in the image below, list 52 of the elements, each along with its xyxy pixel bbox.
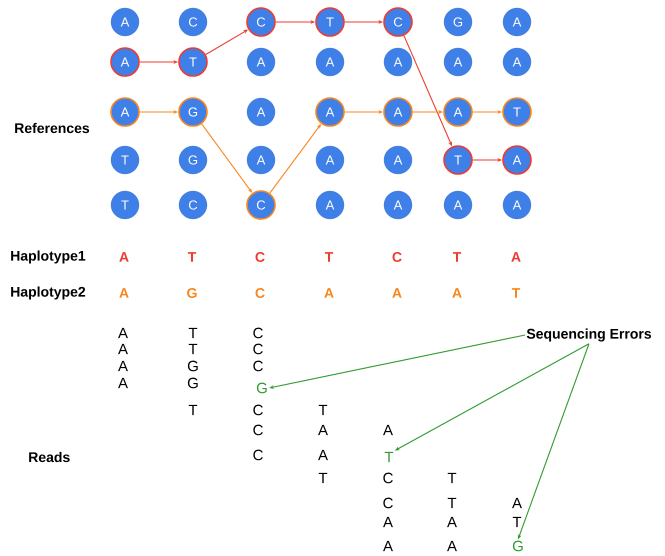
base-letter: T xyxy=(512,516,522,528)
row-label: Haplotype1 xyxy=(11,250,86,264)
row-label: References xyxy=(15,122,90,134)
base-letter: A xyxy=(318,424,328,436)
base-letter: C xyxy=(253,424,263,436)
base-letter: A xyxy=(392,288,402,298)
base-letter: A xyxy=(318,450,328,460)
base-letter: T xyxy=(384,452,394,462)
base-letter: G xyxy=(187,288,197,298)
base-letter: T xyxy=(318,404,328,416)
base-letter: A xyxy=(512,498,522,508)
base-letter: A xyxy=(452,288,462,298)
base-letter: T xyxy=(188,344,198,354)
base-letter: A xyxy=(118,344,128,354)
base-letter: A xyxy=(383,540,393,552)
base-letter: A xyxy=(118,360,128,372)
base-letter: A xyxy=(447,540,457,552)
base-letter: A xyxy=(119,288,129,298)
base-letter: A xyxy=(118,328,128,338)
base-letter: T xyxy=(512,288,520,298)
base-letter: G xyxy=(188,378,198,388)
base-letter: C xyxy=(253,404,263,416)
base-letter: C xyxy=(256,288,265,298)
base-letter: C xyxy=(253,450,263,460)
row-label: Haplotype2 xyxy=(11,286,86,300)
base-letter: A xyxy=(383,516,393,528)
base-letter: G xyxy=(256,382,267,394)
base-letter: T xyxy=(188,404,198,416)
callout-text: Sequencing Errors xyxy=(526,328,652,342)
base-letter: T xyxy=(318,472,328,484)
base-letter: G xyxy=(512,540,523,552)
row-label: Reads xyxy=(29,452,70,462)
base-letter: A xyxy=(383,424,393,436)
base-letter: C xyxy=(392,252,402,262)
base-letter: T xyxy=(324,252,334,262)
base-letter: C xyxy=(253,328,263,338)
base-letter: T xyxy=(188,328,198,338)
base-letter: C xyxy=(383,498,393,508)
base-letter: T xyxy=(448,472,456,484)
base-letter: G xyxy=(188,360,198,372)
base-letter: T xyxy=(448,498,456,508)
base-letter: C xyxy=(256,252,265,262)
base-letter: A xyxy=(511,252,521,262)
base-letter: C xyxy=(383,472,393,484)
base-letter: A xyxy=(118,378,128,388)
base-letter: T xyxy=(188,252,196,262)
base-letter: C xyxy=(253,344,263,354)
base-letter: A xyxy=(447,516,457,528)
base-letter: A xyxy=(119,252,129,262)
base-letter: T xyxy=(452,252,462,262)
base-letter: A xyxy=(324,288,334,298)
base-letter: C xyxy=(253,360,263,372)
